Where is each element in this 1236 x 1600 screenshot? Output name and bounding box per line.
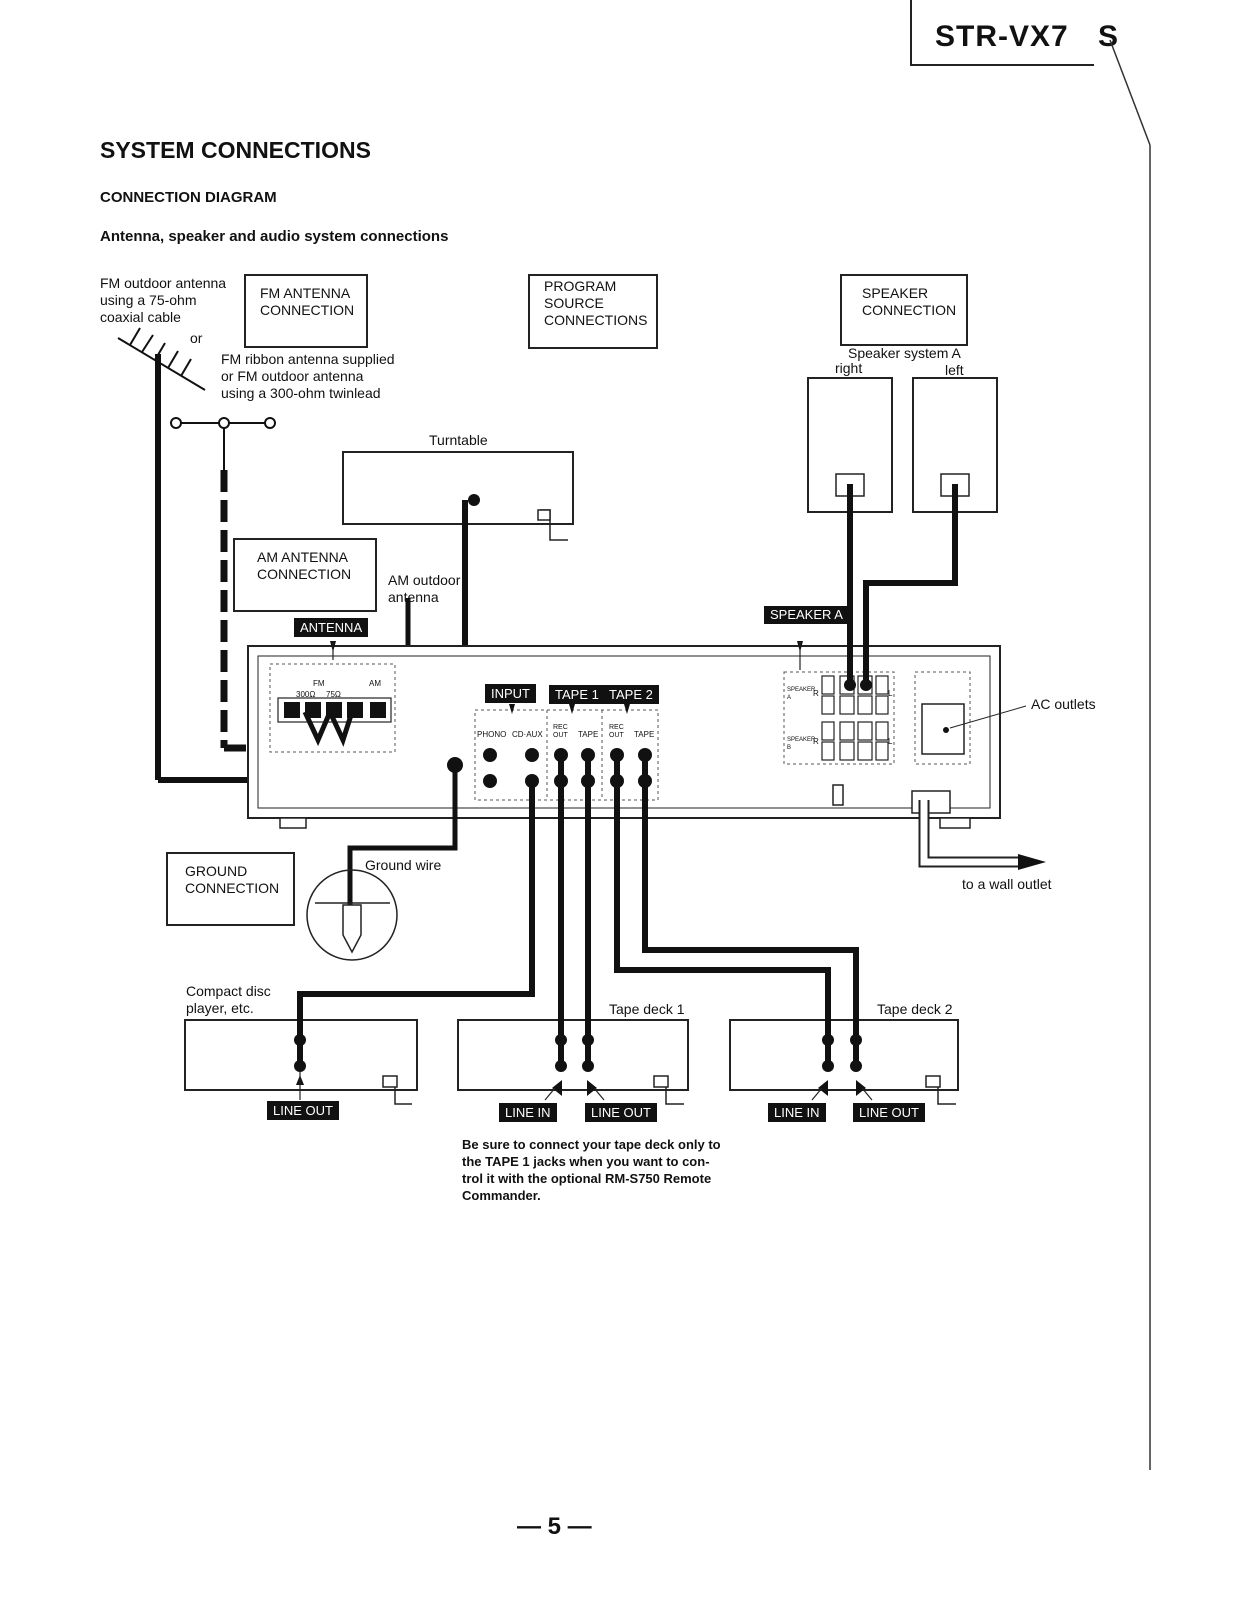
deck2-line-out-tag: LINE OUT: [853, 1103, 925, 1122]
speaker-connection-box: SPEAKER CONNECTION: [840, 274, 968, 346]
cd-player-label: Compact disc player, etc.: [186, 983, 271, 1016]
antenna-tag: ANTENNA: [294, 618, 369, 637]
fm-antenna-connection-label: FM ANTENNA CONNECTION: [260, 285, 355, 318]
fm-ribbon-antenna-label: FM ribbon antenna supplied or FM outdoor…: [221, 351, 395, 401]
ac-outlets-label: AC outlets: [1031, 696, 1096, 712]
am-antenna-connection-box: AM ANTENNA CONNECTION: [233, 538, 377, 612]
audio-input-panel: [474, 709, 659, 801]
tape-deck-note: Be sure to connect your tape deck only t…: [462, 1137, 721, 1203]
deck2-line-in-tag: LINE IN: [768, 1103, 826, 1122]
diagram-caption: Antenna, speaker and audio system connec…: [100, 228, 449, 245]
speaker-connection-label: SPEAKER CONNECTION: [862, 285, 957, 318]
receiver-body: [247, 645, 1001, 819]
cd-line-out-tag: LINE OUT: [267, 1101, 339, 1120]
speaker-system-label: Speaker system A: [848, 345, 961, 361]
tape1-tag: TAPE 1: [549, 685, 605, 704]
speaker-terminal-panel: [783, 671, 895, 765]
speaker-left-label: left: [945, 362, 964, 378]
page-edge-diagonal: [1109, 39, 1151, 146]
am-outdoor-antenna-label: AM outdoor antenna: [388, 572, 461, 605]
fm-outdoor-antenna-label: FM outdoor antenna using a 75-ohm coaxia…: [100, 275, 227, 325]
ground-connection-box: GROUND CONNECTION: [166, 852, 295, 926]
input-tag: INPUT: [485, 684, 536, 703]
antenna-terminal-panel: [269, 663, 396, 753]
panel-r-label-a: R: [813, 689, 819, 698]
panel-r-label-b: R: [813, 737, 819, 746]
speaker-left-cable: [863, 484, 958, 685]
tape-deck-1-box: [457, 1019, 689, 1091]
subsection-title: CONNECTION DIAGRAM: [100, 189, 277, 206]
model-number: STR-VX7: [935, 20, 1069, 53]
tape-deck-1-label: Tape deck 1: [609, 1001, 685, 1017]
panel-tape1-tape-label: TAPE: [578, 730, 599, 739]
section-title: SYSTEM CONNECTIONS: [100, 137, 371, 163]
ac-outlet-panel: [914, 671, 971, 765]
tape-deck-2-label: Tape deck 2: [877, 1001, 953, 1017]
deck1-line-out-tag: LINE OUT: [585, 1103, 657, 1122]
header-frame: [910, 0, 1094, 66]
wall-outlet-label: to a wall outlet: [962, 876, 1052, 892]
panel-l-label-b: L: [888, 737, 893, 746]
panel-300ohm-label: 300Ω: [296, 690, 316, 699]
ground-circle: [306, 869, 398, 961]
cut-glyph: S: [1098, 20, 1119, 53]
panel-phono-label: PHONO: [477, 730, 507, 739]
fm-ribbon-antenna-icon: [170, 417, 276, 470]
panel-cd-aux-label: CD·AUX: [512, 730, 543, 739]
ground-wire-label: Ground wire: [365, 857, 442, 873]
fm-yagi-antenna-icon: [117, 327, 206, 780]
panel-75ohm-label: 75Ω: [326, 690, 341, 699]
panel-l-label-a: L: [888, 689, 893, 698]
tape2-play-cable: [642, 755, 859, 1066]
program-source-box: PROGRAM SOURCE CONNECTIONS: [528, 274, 658, 349]
panel-tape2-tape-label: TAPE: [634, 730, 655, 739]
tape2-rec-cable: [614, 755, 831, 1066]
tape-deck-2-box: [729, 1019, 959, 1091]
cd-cable: [297, 781, 535, 1065]
panel-speaker-a-label: SPEAKER A: [787, 687, 816, 701]
or-label: or: [190, 330, 203, 346]
panel-tape1-rec-out-label: REC OUT: [553, 724, 568, 739]
tape2-tag: TAPE 2: [603, 685, 659, 704]
panel-fm-label: FM: [313, 679, 325, 688]
page-number: — 5 —: [517, 1513, 592, 1540]
speaker-a-tag: SPEAKER A: [764, 606, 849, 624]
panel-tape2-rec-out-label: REC OUT: [609, 724, 624, 739]
speaker-right-label: right: [835, 360, 863, 376]
turntable-box: [342, 451, 574, 525]
panel-am-label: AM: [369, 679, 381, 688]
am-antenna-connection-label: AM ANTENNA CONNECTION: [257, 549, 352, 582]
program-source-label: PROGRAM SOURCE CONNECTIONS: [544, 278, 648, 328]
ground-connection-label: GROUND CONNECTION: [185, 863, 280, 896]
turntable-label: Turntable: [429, 432, 488, 448]
panel-speaker-b-label: SPEAKER B: [787, 737, 816, 751]
deck1-line-in-tag: LINE IN: [499, 1103, 557, 1122]
fm-antenna-connection-box: FM ANTENNA CONNECTION: [244, 274, 368, 348]
ground-wire: [347, 765, 458, 930]
